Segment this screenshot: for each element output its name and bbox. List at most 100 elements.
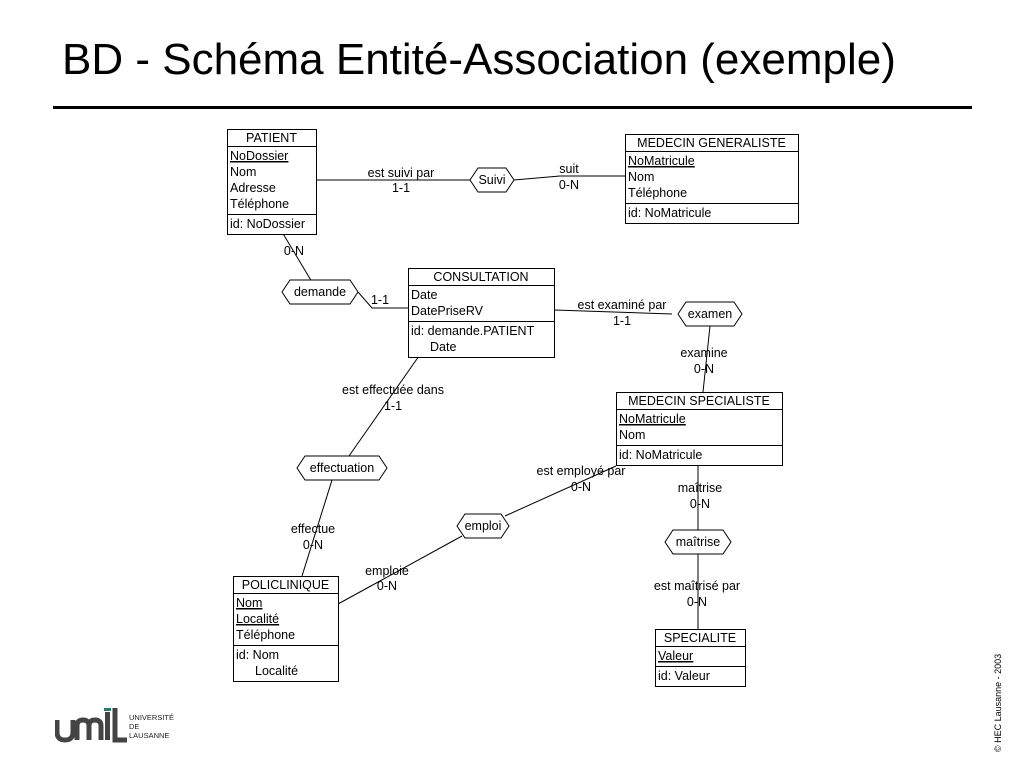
link-line-examen-medspec	[702, 325, 711, 393]
relationship-name: Suivi	[478, 173, 505, 187]
relationship-name: demande	[294, 285, 346, 299]
link-line-consultation-effectuation	[348, 355, 420, 457]
entity-attribute: Téléphone	[230, 197, 289, 211]
cardinality-label-emploi-medspec: 0-N	[571, 480, 591, 494]
entity-name: MEDECIN GENERALISTE	[637, 136, 786, 150]
entity-box	[625, 134, 799, 224]
entity-name: CONSULTATION	[433, 270, 528, 284]
relationship-maitrise: maîtrise	[664, 529, 732, 555]
entity-attribute: Nom	[619, 428, 645, 442]
cardinality-label-medspec-maitrise: 0-N	[690, 497, 710, 511]
relationship-name: effectuation	[310, 461, 374, 475]
entity-medgen: MEDECIN GENERALISTE NoMatriculeNomTélépho…	[625, 134, 799, 224]
cardinality-label-patient-demande: 0-N	[284, 244, 304, 258]
link-line-suivi-medgen	[513, 175, 625, 181]
role-label-maitrise-specialite: est maîtrisé par	[654, 579, 740, 593]
entity-name: SPECIALITE	[664, 631, 736, 645]
logo-text-line-3: LAUSANNE	[129, 731, 169, 740]
entity-key-attribute: NoMatricule	[628, 154, 695, 168]
relationship-hexagon	[664, 529, 732, 555]
entity-identifier: id: demande.PATIENT	[411, 324, 535, 338]
link-line-consultation-examen	[553, 309, 673, 315]
relationship-demande: demande	[281, 279, 359, 305]
entity-identifier: id: NoDossier	[230, 217, 305, 231]
relationship-examen: examen	[677, 301, 743, 327]
logo-text-line-2: DE	[129, 722, 139, 731]
relationship-hexagon	[296, 455, 388, 481]
cardinality-label-policlinique-emploi: 0-N	[377, 579, 397, 593]
entity-name: MEDECIN SPECIALISTE	[628, 394, 770, 408]
cardinality-label-demande-consultation: 1-1	[371, 293, 389, 307]
entity-key-attribute: NoMatricule	[619, 412, 686, 426]
entity-key-attribute: NoDossier	[230, 149, 288, 163]
role-label-consultation-examen: est examiné par	[578, 298, 667, 312]
relationship-hexagon	[281, 279, 359, 305]
copyright-note: © HEC Lausanne - 2003	[993, 653, 1003, 752]
relationship-suivi: Suivi	[469, 167, 515, 193]
relationship-emploi: emploi	[456, 513, 510, 539]
role-label-effectuation-policlinique: effectue	[291, 522, 335, 536]
entity-box	[408, 268, 555, 358]
entity-box	[655, 629, 746, 687]
connector-lines	[281, 175, 711, 629]
entity-key-attribute: Nom	[236, 596, 262, 610]
entity-box	[616, 392, 783, 466]
cardinality-label-maitrise-specialite: 0-N	[687, 595, 707, 609]
entity-attribute: Date	[411, 288, 437, 302]
entity-attribute: DatePriseRV	[411, 304, 484, 318]
role-label-emploi-medspec: est employé par	[537, 464, 626, 478]
link-line-demande-consultation	[357, 291, 408, 309]
entity-specialite: SPECIALITE Valeur id: Valeur	[655, 629, 746, 687]
relationship-name: maîtrise	[676, 535, 721, 549]
unil-logo: UNIVERSITÉ DE LAUSANNE	[55, 708, 174, 743]
link-line-policlinique-emploi	[337, 535, 463, 605]
entity-identifier: id: NoMatricule	[619, 448, 702, 462]
entity-attribute: Adresse	[230, 181, 276, 195]
link-line-emploi-medspec	[504, 465, 617, 517]
entity-attribute: Nom	[230, 165, 256, 179]
relationship-hexagon	[677, 301, 743, 327]
relationship-effectuation: effectuation	[296, 455, 388, 481]
cardinality-label-patient-suivi: 1-1	[392, 181, 410, 195]
cardinality-label-suivi-medgen: 0-N	[559, 178, 579, 192]
role-label-patient-suivi: est suivi par	[368, 166, 435, 180]
link-line-effectuation-policlinique	[301, 479, 333, 577]
role-label-examen-medspec: examine	[680, 346, 727, 360]
link-line-patient-demande	[281, 231, 313, 283]
role-label-suivi-medgen: suit	[559, 162, 579, 176]
entity-name: PATIENT	[246, 131, 297, 145]
cardinality-label-consultation-examen: 1-1	[613, 314, 631, 328]
unil-logo-mark	[55, 708, 127, 743]
entity-identifier: Localité	[255, 664, 298, 678]
role-label-medspec-maitrise: maîtrise	[678, 481, 723, 495]
entity-identifier: id: Valeur	[658, 669, 710, 683]
cardinality-label-effectuation-policlinique: 0-N	[303, 538, 323, 552]
cardinality-label-consultation-effectuation: 1-1	[384, 399, 402, 413]
relationship-name: examen	[688, 307, 733, 321]
logo-text-line-1: UNIVERSITÉ	[129, 713, 174, 722]
entity-attribute: Téléphone	[628, 186, 687, 200]
entity-name: POLICLINIQUE	[242, 578, 330, 592]
entity-attribute: Nom	[628, 170, 654, 184]
title-rule	[53, 106, 972, 109]
role-label-policlinique-emploi: emploie	[365, 564, 409, 578]
entity-key-attribute: Localité	[236, 612, 279, 626]
entity-key-attribute: Valeur	[658, 649, 693, 663]
role-label-consultation-effectuation: est effectuée dans	[342, 383, 444, 397]
entity-attribute: Téléphone	[236, 628, 295, 642]
entity-identifier: id: Nom	[236, 648, 279, 662]
entity-identifier: Date	[430, 340, 456, 354]
entity-identifier: id: NoMatricule	[628, 206, 711, 220]
relationship-name: emploi	[465, 519, 502, 533]
relationship-hexagon	[469, 167, 515, 193]
cardinality-label-examen-medspec: 0-N	[694, 362, 714, 376]
slide-title: BD - Schéma Entité-Association (exemple)	[62, 35, 896, 84]
relationship-hexagon	[456, 513, 510, 539]
